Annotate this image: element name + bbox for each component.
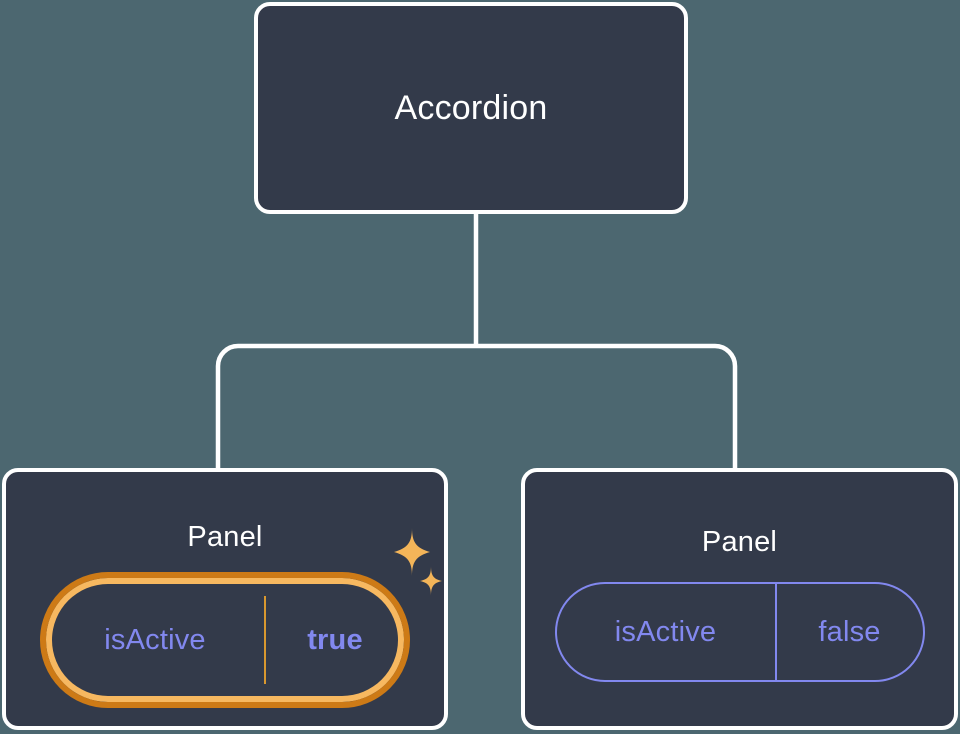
- prop-pill-inactive[interactable]: isActive false: [554, 582, 925, 682]
- prop-divider-active: [264, 596, 266, 684]
- prop-key-active: isActive: [104, 623, 206, 656]
- prop-divider-inactive: [774, 584, 777, 680]
- prop-pill-active[interactable]: isActive true: [40, 572, 410, 708]
- node-panel-active[interactable]: Panel isActive true: [2, 468, 448, 730]
- node-panel-inactive-label: Panel: [701, 526, 778, 558]
- node-panel-inactive[interactable]: Panel isActive false: [521, 468, 958, 730]
- sparkle-large-icon: [394, 528, 430, 576]
- node-accordion[interactable]: Accordion: [254, 2, 688, 214]
- prop-value-active: true: [307, 623, 363, 656]
- node-accordion-label: Accordion: [394, 88, 548, 127]
- prop-pill-active-wrapper: isActive true: [40, 528, 442, 708]
- connector-branch-left: [215, 343, 476, 470]
- prop-pill-inactive-wrapper: isActive false: [554, 582, 925, 682]
- prop-value-inactive: false: [818, 615, 881, 648]
- prop-key-inactive: isActive: [614, 615, 717, 648]
- node-panel-active-label: Panel: [187, 521, 263, 553]
- connector-branch-right: [476, 343, 738, 470]
- sparkle-small-icon: [420, 566, 442, 596]
